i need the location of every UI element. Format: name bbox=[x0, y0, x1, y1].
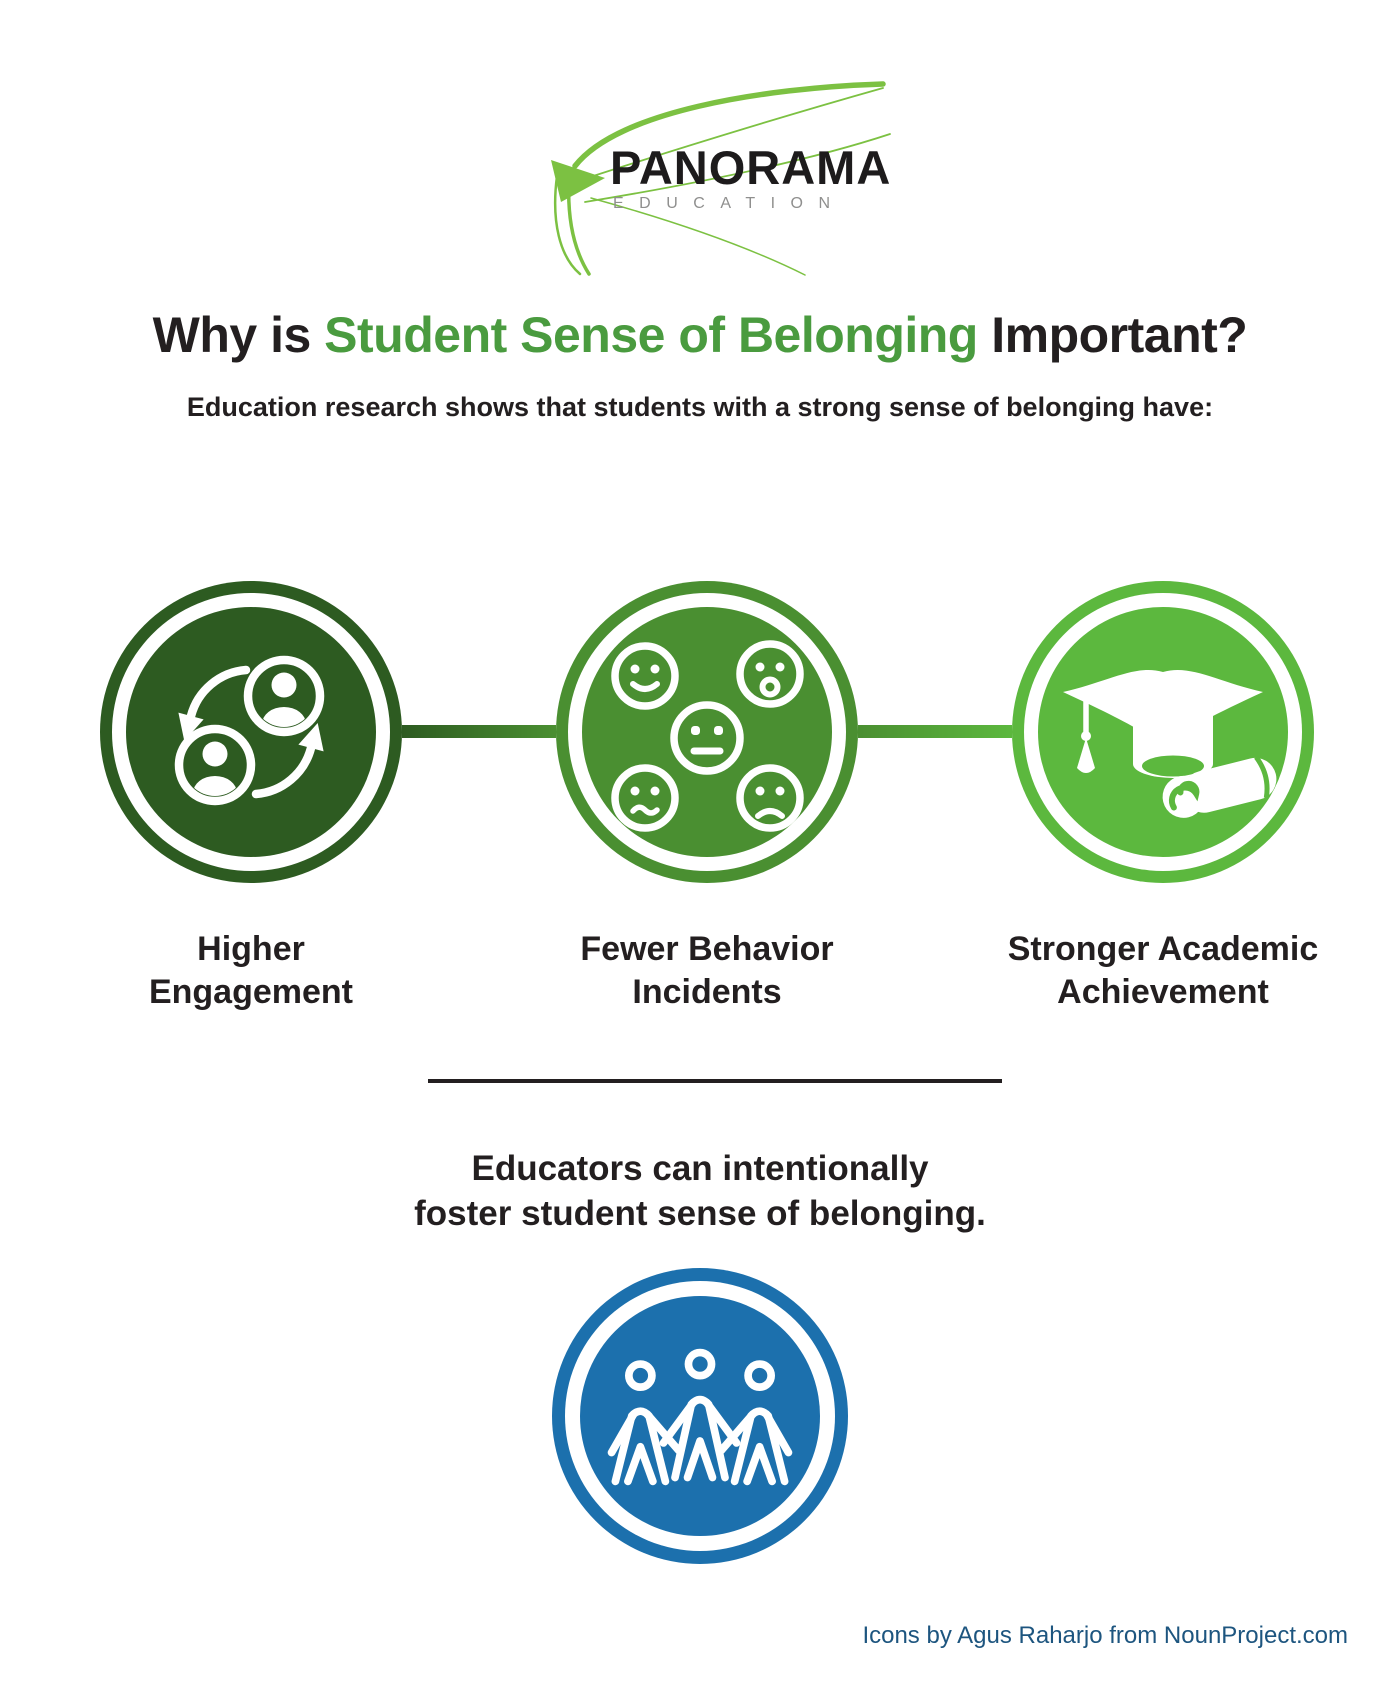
connector-line-1 bbox=[402, 725, 556, 738]
community-circle bbox=[552, 1268, 848, 1564]
benefit-label-line: Higher bbox=[197, 930, 305, 968]
title-highlight: Student Sense of Belonging bbox=[324, 307, 978, 363]
logo-brand-text: PANORAMA bbox=[610, 141, 891, 194]
graduation-icon bbox=[1063, 670, 1277, 818]
connector-line-2 bbox=[858, 725, 1012, 738]
benefit-label-line: Engagement bbox=[148, 973, 354, 1011]
panorama-education-logo: PANORAMA EDUCATION bbox=[551, 81, 891, 276]
benefit-label-line: Stronger Academic bbox=[1007, 930, 1319, 968]
educators-note-line: foster student sense of belonging. bbox=[414, 1194, 986, 1233]
emotion-faces-icon bbox=[611, 640, 804, 832]
title-suffix: Important? bbox=[977, 307, 1248, 363]
benefit-label-line: Fewer Behavior bbox=[580, 930, 834, 968]
community-people-icon bbox=[607, 1348, 793, 1486]
logo-division-text: EDUCATION bbox=[613, 195, 846, 212]
benefit-label-academic: Stronger Academic Achievement bbox=[943, 928, 1383, 1014]
benefit-circle-academic bbox=[1012, 581, 1314, 883]
educators-note-line: Educators can intentionally bbox=[471, 1149, 929, 1188]
benefit-circle-engagement bbox=[100, 581, 402, 883]
benefit-label-line: Achievement bbox=[1057, 973, 1269, 1011]
icons-credit-text: Icons by Agus Raharjo from NounProject.c… bbox=[862, 1622, 1348, 1649]
page-title: Why is Student Sense of Belonging Import… bbox=[0, 306, 1400, 364]
logo-swoosh-arrow-icon bbox=[551, 81, 891, 276]
section-divider bbox=[428, 1079, 1002, 1083]
page-subtitle: Education research shows that students w… bbox=[186, 392, 1214, 422]
benefit-circle-behavior bbox=[556, 581, 858, 883]
benefit-label-line: Incidents bbox=[632, 973, 782, 1011]
educators-note: Educators can intentionally foster stude… bbox=[0, 1146, 1400, 1236]
people-exchange-icon bbox=[174, 655, 325, 806]
benefit-label-behavior: Fewer Behavior Incidents bbox=[487, 928, 927, 1014]
benefit-label-engagement: Higher Engagement bbox=[31, 928, 471, 1014]
title-prefix: Why is bbox=[152, 307, 325, 363]
